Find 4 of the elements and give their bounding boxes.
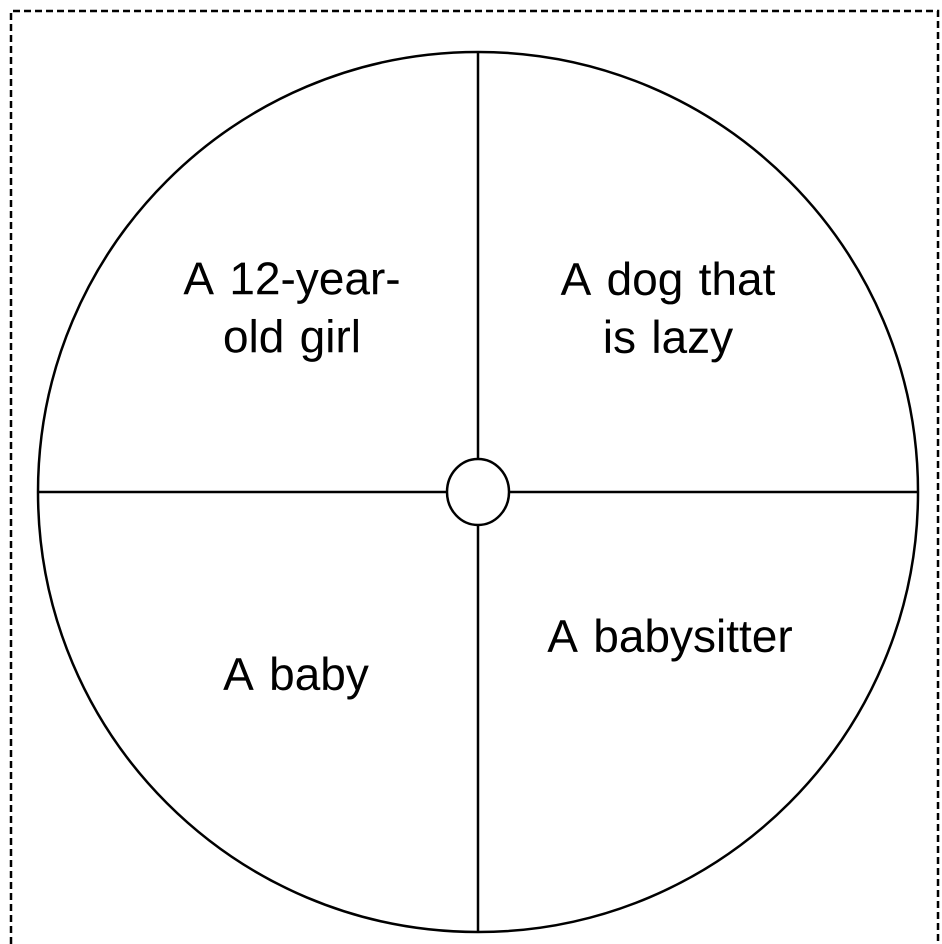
sector-label: A dog that is lazy [560, 262, 776, 362]
sector-label: A babysitter [547, 618, 792, 662]
sector-label: A baby [223, 656, 369, 700]
sector-label: A 12-year-old girl [183, 262, 399, 362]
